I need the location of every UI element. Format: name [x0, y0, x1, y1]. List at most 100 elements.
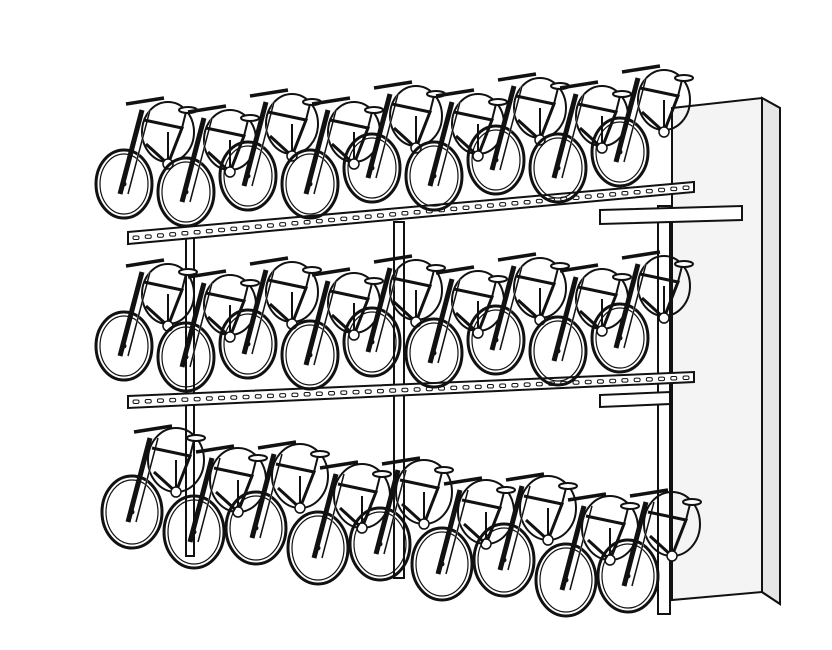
- bicycle: [280, 96, 384, 220]
- tray-slot: [658, 187, 666, 193]
- tray-slot: [169, 232, 177, 237]
- bicycle-group: [94, 64, 702, 618]
- front-wheel: [466, 124, 526, 196]
- tray-slot: [596, 379, 604, 384]
- tray-slot: [645, 188, 653, 194]
- front-wheel: [404, 317, 464, 389]
- front-wheel: [596, 538, 660, 614]
- tray-slot: [181, 397, 189, 402]
- front-wheel: [218, 308, 278, 380]
- front-wheel: [100, 474, 164, 550]
- front-wheel: [280, 148, 340, 220]
- tray-slot: [169, 397, 177, 403]
- tray-slot: [584, 379, 592, 385]
- tray-slot: [328, 217, 336, 223]
- tray-slot: [658, 376, 666, 382]
- tray-slot: [242, 225, 250, 230]
- bicycle: [404, 265, 508, 389]
- middle-arm: [599, 390, 671, 409]
- tray-slot: [413, 387, 421, 392]
- tray-slot: [486, 203, 494, 208]
- tray-slot: [413, 209, 421, 215]
- bicycle: [348, 456, 454, 582]
- front-wheel: [218, 140, 278, 212]
- tray-slot: [609, 192, 617, 197]
- tray-slot: [156, 398, 164, 403]
- front-wheel: [410, 526, 474, 602]
- bicycle: [596, 488, 702, 614]
- wall-panel: [671, 96, 781, 606]
- front-wheel: [280, 319, 340, 391]
- tray-slot: [340, 216, 348, 222]
- front-wheel: [342, 132, 402, 204]
- tray-slot: [682, 375, 690, 380]
- tray-slot: [474, 204, 482, 209]
- tray-slot: [352, 389, 360, 395]
- tray-slot: [499, 202, 507, 207]
- tray-slot: [401, 387, 409, 393]
- front-wheel: [534, 542, 598, 618]
- tray-slot: [303, 219, 311, 225]
- bicycle: [410, 476, 516, 602]
- tray-slot: [511, 382, 519, 388]
- bicycle: [590, 64, 694, 188]
- tray-slot: [364, 389, 372, 394]
- bicycle: [218, 256, 322, 380]
- tray-slot: [572, 380, 580, 385]
- front-wheel: [528, 132, 588, 204]
- bicycle: [94, 96, 198, 220]
- front-wheel: [94, 310, 154, 382]
- tray-slot: [156, 233, 164, 238]
- front-wheel: [472, 522, 536, 598]
- top-arm: [599, 204, 743, 226]
- tray-slot: [535, 381, 543, 387]
- tray-slot: [181, 231, 189, 236]
- tray-slot: [279, 393, 287, 398]
- tray-slot: [389, 388, 397, 393]
- tray-slot: [291, 221, 299, 226]
- rack-frame: [185, 204, 743, 615]
- tray-slot: [511, 201, 519, 206]
- bicycle: [224, 440, 330, 566]
- tray-slot: [633, 189, 641, 195]
- tray-slot: [144, 234, 152, 239]
- tray-slot: [596, 193, 604, 198]
- tray-slot: [315, 218, 323, 224]
- bicycle: [404, 88, 508, 212]
- bicycle: [286, 460, 392, 586]
- front-wheel: [528, 315, 588, 387]
- tray-slot: [340, 390, 348, 395]
- tray-slot: [450, 206, 458, 212]
- bicycle: [156, 104, 260, 228]
- tray-slot: [633, 377, 641, 383]
- bicycle: [100, 424, 206, 550]
- front-wheel: [286, 510, 350, 586]
- tray-slot: [670, 376, 678, 381]
- tray-slot: [376, 213, 384, 218]
- front-wheel: [342, 306, 402, 378]
- tray-slot: [303, 392, 311, 397]
- tray-slot: [462, 205, 470, 210]
- bicycle: [472, 472, 578, 598]
- bicycle: [162, 444, 268, 570]
- front-wheel: [590, 116, 650, 188]
- tray-slot: [254, 224, 262, 229]
- bicycle: [342, 254, 446, 378]
- tray-slot: [242, 394, 250, 400]
- front-wheel: [156, 321, 216, 393]
- tray-slot: [352, 215, 360, 220]
- front-wheel: [348, 506, 412, 582]
- tray-slot: [584, 194, 592, 199]
- tray-slot: [218, 227, 226, 233]
- tray-slot: [218, 395, 226, 401]
- tray-slot: [205, 228, 213, 234]
- tray-slot: [645, 377, 653, 382]
- tray-slot: [132, 399, 140, 404]
- front-wheel: [94, 148, 154, 220]
- tray-slot: [144, 398, 152, 404]
- bicycle: [528, 80, 632, 204]
- bicycle: [466, 252, 570, 376]
- tray-slot: [291, 392, 299, 398]
- tray-slot: [376, 388, 384, 394]
- center-upright: [393, 221, 405, 579]
